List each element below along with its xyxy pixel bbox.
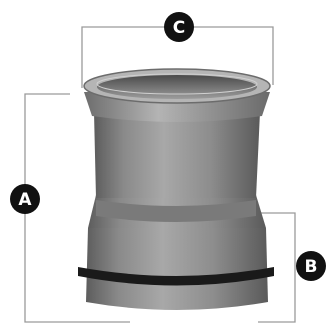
lower-socket [86, 228, 268, 310]
badge-a: A [10, 184, 40, 214]
badge-c: C [164, 12, 194, 42]
badge-c-circle [164, 12, 194, 42]
badge-b-circle [296, 251, 326, 281]
pipe-coupling [78, 68, 274, 310]
badge-b-label: B [305, 257, 318, 277]
shoulder-band [96, 200, 256, 222]
badge-c-label: C [173, 18, 185, 38]
badge-a-label: A [18, 190, 32, 210]
seal-ring [78, 267, 274, 286]
pipe-opening [97, 75, 257, 99]
inner-lip [96, 73, 258, 95]
badge-a-circle [10, 184, 40, 214]
badge-b: B [296, 251, 326, 281]
middle-barrel [94, 112, 260, 198]
